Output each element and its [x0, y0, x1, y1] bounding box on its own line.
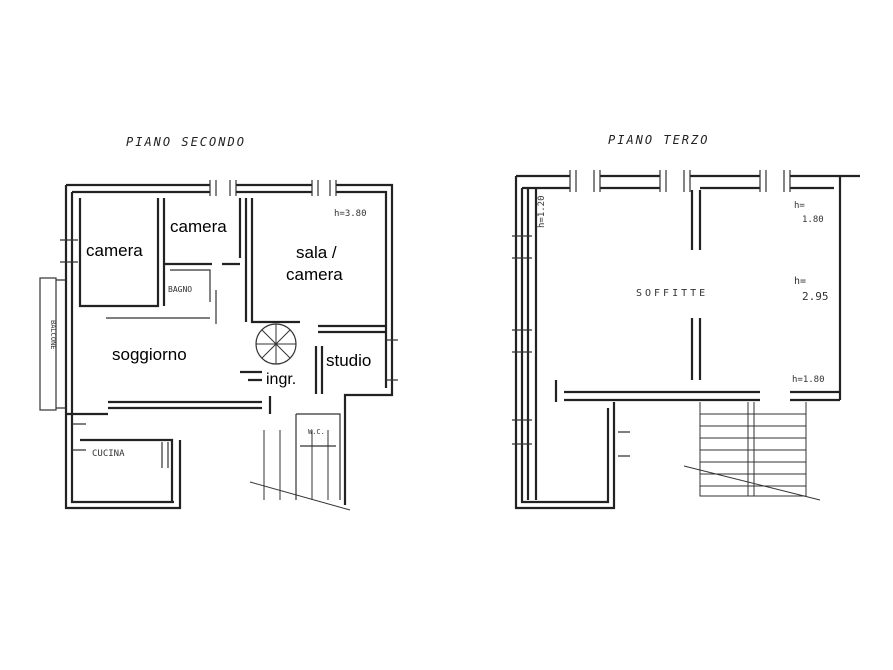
room-label-studio: studio [326, 351, 371, 370]
room-label-bagno: BAGNO [168, 285, 192, 294]
sala-walls [250, 198, 386, 334]
spiral-stair [255, 323, 297, 365]
height-mid-right-label: h= [794, 276, 806, 287]
balcony [39, 277, 57, 411]
second-floor-outer-walls-inner [70, 190, 388, 504]
third-floor-title: PIANO TERZO [608, 133, 709, 147]
camera-left-walls [78, 198, 166, 308]
height-mid-right-value: 2.95 [802, 290, 829, 303]
room-label-soggiorno: soggiorno [112, 345, 187, 364]
room-label-sala-line2: camera [286, 265, 343, 284]
height-left: h=1.20 [537, 195, 547, 228]
height-note-second: h=3.80 [334, 209, 367, 219]
wc-walls [295, 413, 341, 500]
room-label-sala-line1: sala / [296, 243, 337, 262]
room-label-ingresso: ingr. [266, 371, 296, 388]
height-top-right-value: 1.80 [802, 215, 824, 225]
second-floor-title: PIANO SECONDO [126, 135, 246, 149]
room-label-wc: W.C. [308, 428, 325, 436]
second-floor-outer-walls [64, 183, 394, 510]
room-label-cucina: CUCINA [92, 449, 125, 459]
room-label-soffitte: SOFFITTE [636, 288, 708, 299]
soggiorno-bottom-walls [80, 370, 272, 502]
second-floor-plan: PIANO SECONDO camera [39, 135, 398, 511]
second-floor-windows [60, 180, 398, 468]
room-label-camera-left: camera [86, 241, 143, 260]
third-floor-outer-walls-inner [520, 186, 834, 504]
bagno-walls [106, 269, 217, 324]
room-label-camera-top: camera [170, 217, 227, 236]
third-floor-windows [512, 170, 791, 457]
second-floor-stair [249, 430, 351, 511]
third-floor-interior-walls [526, 188, 840, 500]
height-bottom-right: h=1.80 [792, 375, 825, 385]
room-label-balcone: BALCONE [49, 320, 57, 350]
balcony-rail [56, 279, 66, 409]
third-floor-outer-walls [514, 174, 860, 510]
height-top-right-label: h= [794, 201, 805, 211]
third-floor-stair [683, 402, 821, 501]
third-floor-plan: PIANO TERZO SOFFITTE h=1.20 h= 1.80 h= 2… [512, 133, 860, 510]
camera-top-walls [164, 198, 248, 322]
studio-walls [314, 346, 324, 394]
